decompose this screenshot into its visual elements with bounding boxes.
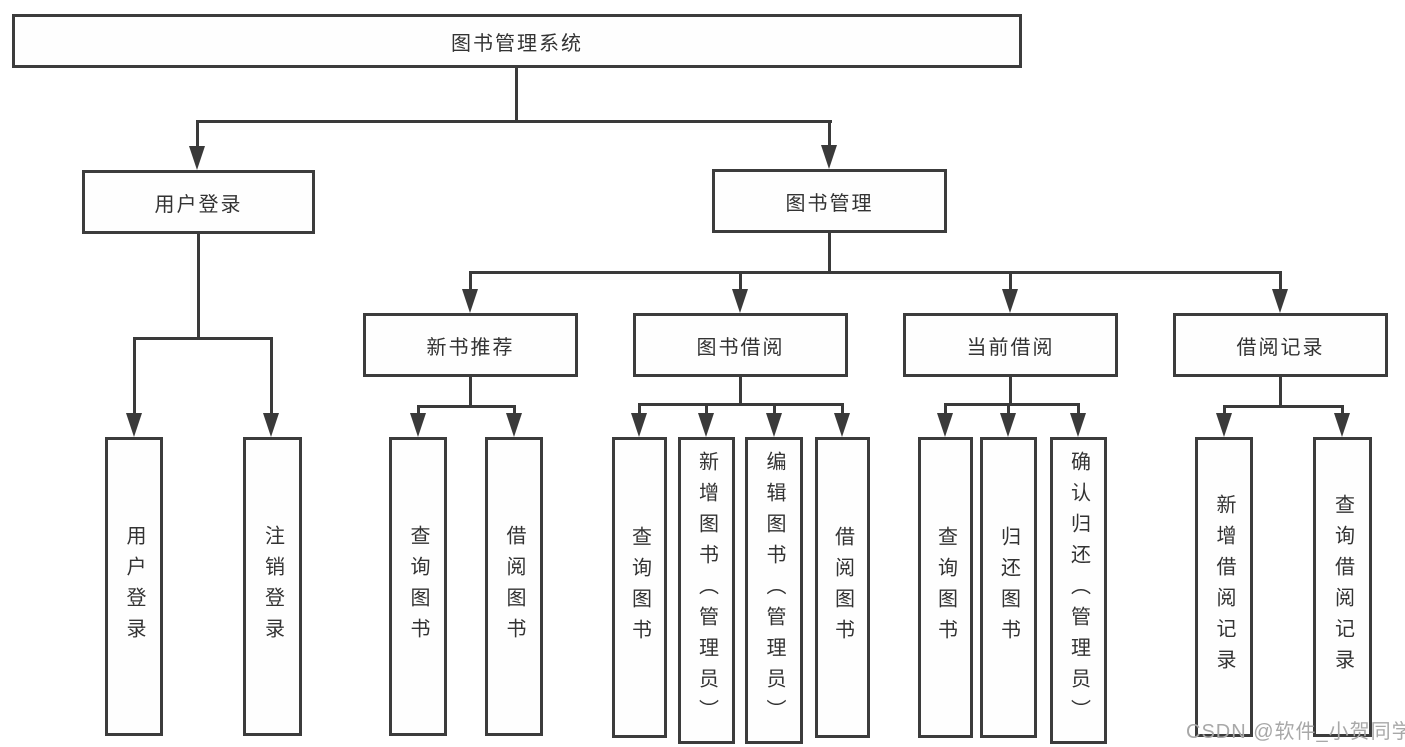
node-book-borrow-label: 图书借阅 [696,336,785,359]
connector-to-current-stem [1009,271,1012,289]
arrow-to-rec-borrow [506,413,522,437]
connector-to-rec-borrow-stem [513,405,516,413]
leaf-logout: 注销登录 [243,437,302,736]
arrow-to-current [1002,289,1018,313]
arrow-to-cur-return [1000,413,1016,437]
leaf-edit-book-admin-label: 编辑图书（管理员） [763,451,785,730]
leaf-current-query-book-label: 查询图书 [934,525,957,650]
connector-to-recommend-stem [469,271,472,289]
leaf-return-book: 归还图书 [980,437,1037,738]
arrow-to-rec-query [410,413,426,437]
leaf-add-book-admin: 新增图书（管理员） [678,437,735,744]
connector-to-leaf-login-stem [133,337,136,413]
connector-to-rec-query2-stem [1341,405,1344,413]
node-book-management: 图书管理 [712,169,947,233]
leaf-confirm-return-admin: 确认归还（管理员） [1050,437,1107,744]
leaf-borrow-borrow-book: 借阅图书 [815,437,870,738]
connector-to-cur-return-stem [1007,403,1010,413]
arrow-to-borrow [732,289,748,313]
connector-to-rec-add-stem [1223,405,1226,413]
connector-current-rail [944,403,1080,406]
node-root-label: 图书管理系统 [451,32,583,55]
connector-to-rec-query-stem [417,405,420,413]
connector-to-book-mgmt-stem [828,120,831,145]
arrow-to-bor-query [631,413,647,437]
leaf-borrow-borrow-book-label: 借阅图书 [831,525,854,650]
leaf-user-login: 用户登录 [105,437,163,736]
connector-recommend-stem [469,377,472,405]
leaf-borrow-query-book: 查询图书 [612,437,667,738]
node-current-borrow: 当前借阅 [903,313,1118,377]
node-book-management-label: 图书管理 [785,192,874,215]
leaf-return-book-label: 归还图书 [997,525,1020,650]
node-new-book-recommend: 新书推荐 [363,313,578,377]
connector-mgmt-stem [828,233,831,271]
arrow-to-bor-add [698,413,714,437]
arrow-to-cur-confirm [1070,413,1086,437]
arrow-to-bor-edit [766,413,782,437]
connector-borrow-rail [638,403,844,406]
leaf-logout-label: 注销登录 [261,524,284,649]
leaf-recommend-query-book: 查询图书 [389,437,447,736]
connector-to-bor-query-stem [638,403,641,413]
arrow-to-record [1272,289,1288,313]
connector-borrow-stem [739,377,742,403]
node-root-system: 图书管理系统 [12,14,1022,68]
connector-to-bor-add-stem [705,403,708,413]
connector-record-rail [1223,405,1344,408]
connector-to-bor-borrow-stem [841,403,844,413]
connector-recommend-rail [417,405,516,408]
arrow-to-leaf-logout [263,413,279,437]
leaf-recommend-borrow-book-label: 借阅图书 [503,524,525,649]
connector-to-cur-confirm-stem [1077,403,1080,413]
arrow-to-rec-query2 [1334,413,1350,437]
arrow-to-recommend [462,289,478,313]
node-user-login-group: 用户登录 [82,170,315,234]
arrow-to-leaf-login [126,413,142,437]
csdn-watermark: CSDN @软件_小贺同学 [1186,721,1405,743]
node-borrow-record-label: 借阅记录 [1236,336,1325,359]
leaf-edit-book-admin: 编辑图书（管理员） [745,437,803,744]
node-new-book-recommend-label: 新书推荐 [426,336,515,359]
leaf-recommend-query-book-label: 查询图书 [407,524,429,649]
arrow-to-cur-query [937,413,953,437]
leaf-confirm-return-admin-label: 确认归还（管理员） [1067,451,1090,730]
node-user-login-group-label: 用户登录 [154,193,243,216]
connector-login-rail [133,337,273,340]
leaf-user-login-label: 用户登录 [123,524,145,649]
connector-mgmt-rail [469,271,1282,274]
arrow-to-user-login [189,146,205,170]
connector-to-leaf-logout-stem [270,337,273,413]
leaf-add-borrow-record: 新增借阅记录 [1195,437,1253,737]
leaf-current-query-book: 查询图书 [918,437,973,738]
leaf-borrow-query-book-label: 查询图书 [628,525,651,650]
node-book-borrow: 图书借阅 [633,313,848,377]
connector-to-user-login-stem [196,120,199,146]
connector-to-borrow-stem [739,271,742,289]
connector-to-cur-query-stem [944,403,947,413]
connector-to-record-stem [1279,271,1282,289]
arrow-to-bor-borrow [834,413,850,437]
node-borrow-record: 借阅记录 [1173,313,1388,377]
connector-current-stem [1009,377,1012,403]
connector-root-stem [515,68,518,120]
connector-to-bor-edit-stem [773,403,776,413]
leaf-query-borrow-record: 查询借阅记录 [1313,437,1372,737]
arrow-to-rec-add [1216,413,1232,437]
leaf-recommend-borrow-book: 借阅图书 [485,437,543,736]
leaf-query-borrow-record-label: 查询借阅记录 [1331,494,1354,680]
leaf-add-book-admin-label: 新增图书（管理员） [695,451,718,730]
connector-login-stem [197,234,200,337]
connector-record-stem [1279,377,1282,405]
connector-root-rail [196,120,832,123]
leaf-add-borrow-record-label: 新增借阅记录 [1213,494,1235,680]
node-current-borrow-label: 当前借阅 [966,336,1055,359]
arrow-to-book-mgmt [821,145,837,169]
